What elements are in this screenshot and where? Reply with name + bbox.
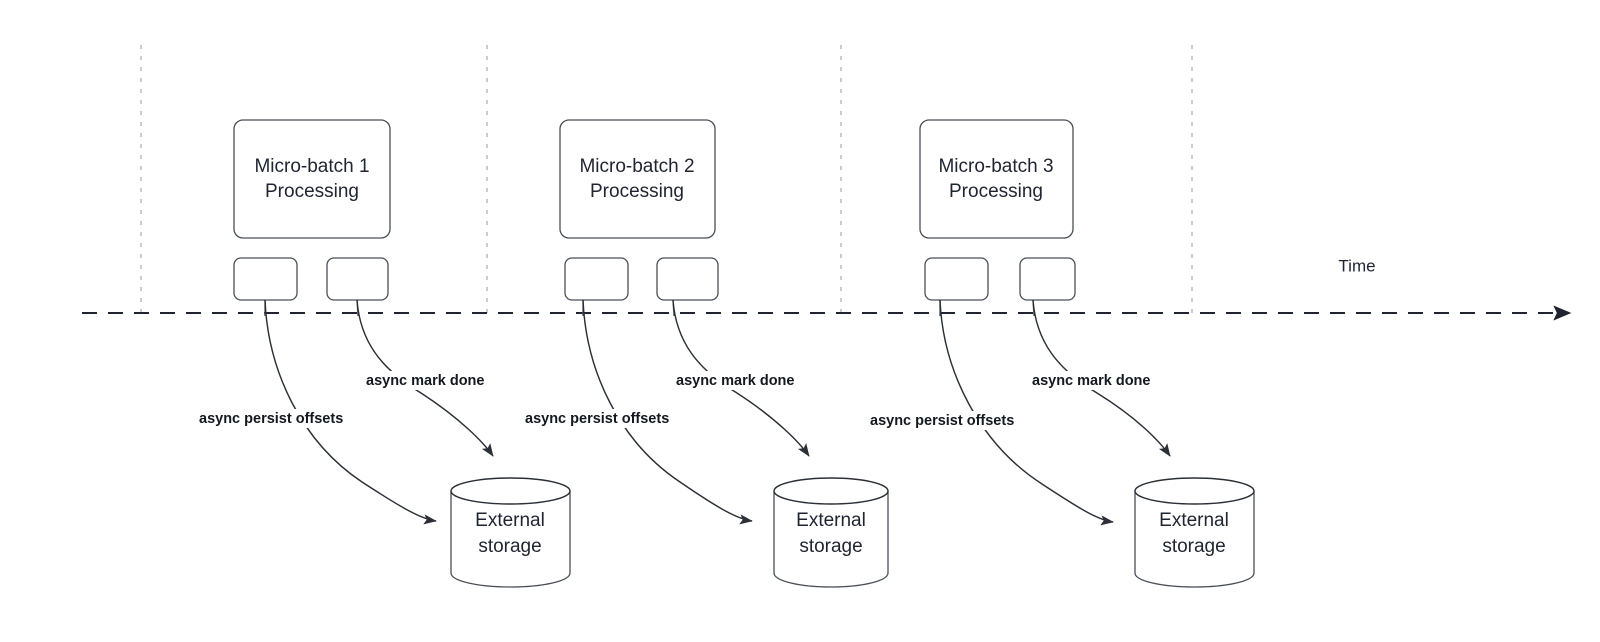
edge-label-mark-done-3: async mark done: [1032, 373, 1150, 389]
micro-batch-2-label-line2: Processing: [590, 181, 684, 202]
edge-mark-done-2: [672, 299, 810, 457]
micro-batch-1-label-line1: Micro-batch 1: [254, 156, 369, 177]
label-halo-mark-done-1: [362, 371, 502, 390]
task-box-3a[interactable]: [924, 257, 989, 301]
label-halo-mark-done-2: [672, 371, 815, 390]
edge-label-persist-offsets-3: async persist offsets: [870, 413, 1014, 429]
label-halo-persist-3: [867, 411, 1047, 430]
time-axis: Time: [82, 256, 1572, 321]
micro-batch-2-box[interactable]: [559, 119, 716, 239]
edge-label-persist-offsets-1: async persist offsets: [199, 411, 343, 427]
external-storage-2-body[interactable]: [773, 490, 889, 588]
task-box-2b[interactable]: [656, 257, 719, 301]
micro-batch-3-label-line2: Processing: [949, 181, 1043, 202]
edge-mark-done-3: [1032, 299, 1171, 457]
batch-group-1: Micro-batch 1 Processing async mark done…: [196, 119, 571, 588]
micro-batch-3-box[interactable]: [919, 119, 1074, 239]
edge-label-mark-done-2: async mark done: [676, 373, 794, 389]
label-halo-persist-1: [196, 409, 376, 428]
batch-group-3: Micro-batch 3 Processing async mark done…: [867, 119, 1255, 588]
external-storage-1-label-line2: storage: [478, 536, 541, 557]
micro-batch-2-label-line1: Micro-batch 2: [579, 156, 694, 177]
external-storage-2-label-line2: storage: [799, 536, 862, 557]
external-storage-2-label-line1: External: [796, 510, 866, 531]
edge-persist-offsets-2: [582, 299, 753, 525]
external-storage-3-label-line1: External: [1159, 510, 1229, 531]
task-box-3b[interactable]: [1019, 257, 1076, 301]
external-storage-1-body[interactable]: [450, 490, 571, 588]
guide-lines: [140, 45, 1193, 313]
task-box-2a[interactable]: [564, 257, 629, 301]
label-halo-persist-2: [522, 409, 702, 428]
edge-mark-done-1: [356, 299, 494, 457]
micro-batch-1-label-line2: Processing: [265, 181, 359, 202]
time-axis-label: Time: [1338, 256, 1375, 275]
external-storage-1-label-line1: External: [475, 510, 545, 531]
external-storage-3-top: [1134, 477, 1255, 505]
micro-batch-3-label-line1: Micro-batch 3: [938, 156, 1053, 177]
micro-batch-1-box[interactable]: [233, 119, 391, 239]
task-box-1a[interactable]: [233, 257, 298, 301]
batch-group-2: Micro-batch 2 Processing async mark done…: [522, 119, 889, 588]
edge-label-persist-offsets-2: async persist offsets: [525, 411, 669, 427]
task-box-1b[interactable]: [326, 257, 389, 301]
external-storage-3-body[interactable]: [1134, 490, 1255, 588]
external-storage-3-label-line2: storage: [1162, 536, 1225, 557]
external-storage-2-top: [773, 477, 889, 505]
external-storage-1-top: [450, 477, 571, 505]
edge-persist-offsets-3: [939, 299, 1114, 526]
edge-label-mark-done-1: async mark done: [366, 373, 484, 389]
label-halo-mark-done-3: [1029, 371, 1172, 390]
edge-persist-offsets-1: [264, 299, 437, 525]
